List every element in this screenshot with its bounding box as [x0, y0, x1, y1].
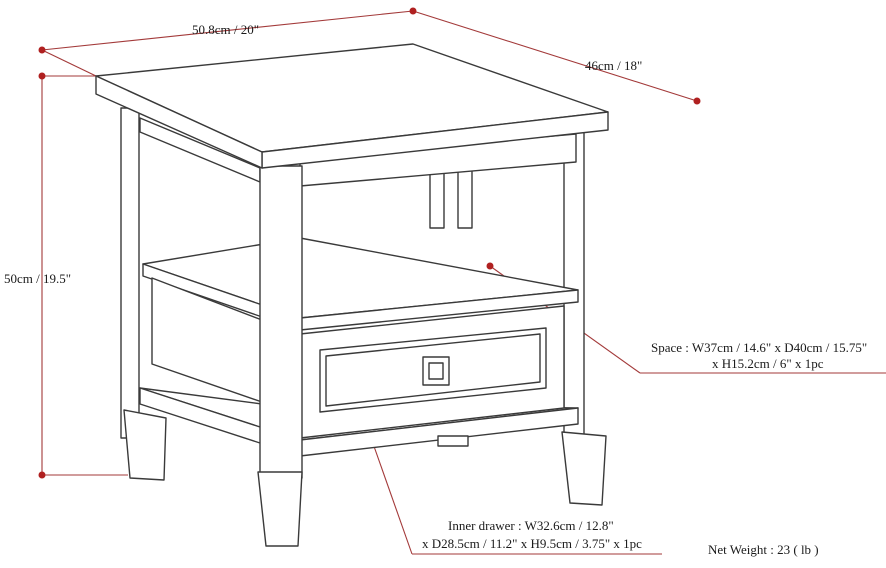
depth-dimension-label: 46cm / 18" — [585, 58, 643, 73]
inner-back-post — [429, 165, 445, 229]
drawer-annotation-line2: x D28.5cm / 11.2" x H9.5cm / 3.75" x 1pc — [422, 536, 642, 551]
drawer-pull-inset — [428, 362, 444, 380]
space-callout-dot — [486, 262, 494, 270]
dimension-dot — [38, 72, 46, 80]
width-dimension-label: 50.8cm / 20" — [192, 22, 260, 37]
dimension-dot — [38, 471, 46, 479]
dimension-dots — [38, 7, 701, 479]
depth-dimension-line — [412, 10, 698, 102]
back-left-foot — [123, 409, 167, 481]
dimension-dot — [38, 46, 46, 54]
height-dimension-label: 50cm / 19.5" — [4, 271, 72, 286]
end-table — [95, 43, 609, 547]
dimension-dot — [409, 7, 417, 15]
front-left-foot — [257, 471, 303, 547]
inner-back-post — [457, 165, 473, 229]
space-annotation-line1: Space : W37cm / 14.6" x D40cm / 15.75" — [651, 340, 868, 355]
dimension-dot — [693, 97, 701, 105]
front-left-leg — [259, 165, 303, 479]
table-top-left-edge — [95, 75, 263, 169]
back-right-foot — [561, 431, 607, 506]
back-left-leg — [120, 107, 140, 439]
drawer-runner — [437, 435, 469, 447]
width-dimension-line — [41, 10, 414, 51]
space-annotation-line2: x H15.2cm / 6" x 1pc — [712, 356, 824, 371]
drawer-annotation-line1: Inner drawer : W32.6cm / 12.8" — [448, 518, 614, 533]
net-weight-label: Net Weight : 23 ( lb ) — [708, 542, 819, 557]
width-extension-line — [41, 49, 97, 77]
